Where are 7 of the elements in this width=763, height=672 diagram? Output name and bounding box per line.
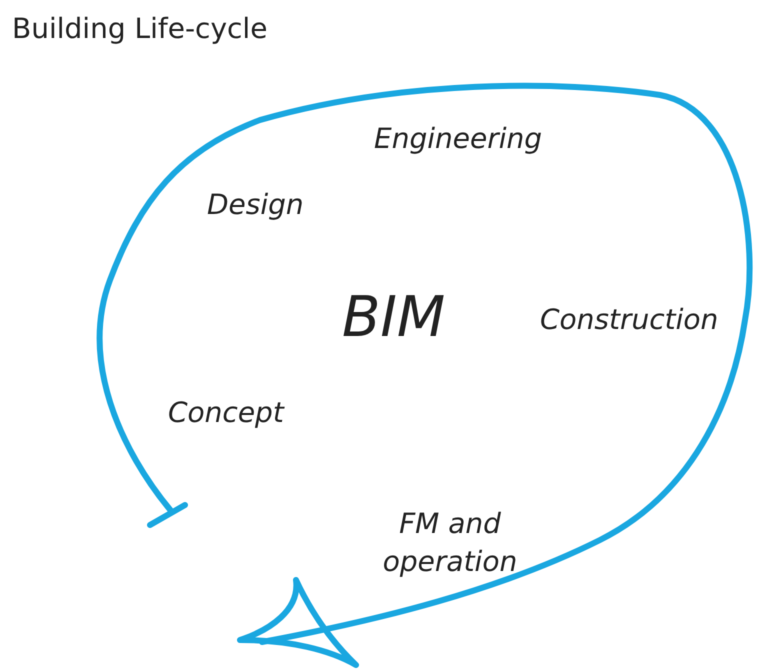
- phase-label: Design: [207, 188, 304, 221]
- center-label: BIM: [342, 285, 446, 350]
- phase-label: Concept: [168, 396, 284, 429]
- phase-label: Engineering: [374, 122, 542, 155]
- phase-label: Construction: [540, 303, 718, 336]
- phase-label: FM and operation: [382, 506, 518, 580]
- diagram-title: Building Life-cycle: [12, 12, 268, 45]
